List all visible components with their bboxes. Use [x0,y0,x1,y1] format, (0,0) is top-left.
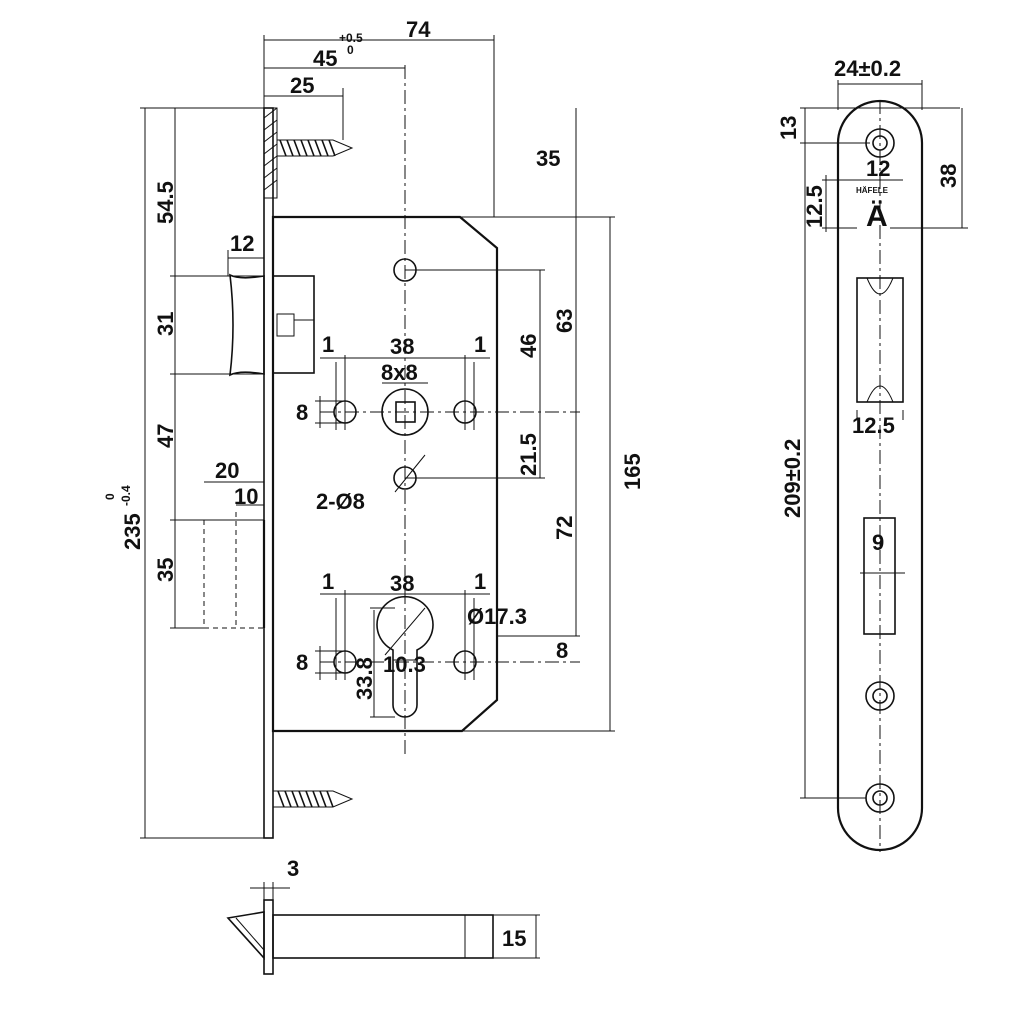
faceplate-dimensions [800,80,968,799]
cylinder-cutout [376,595,434,718]
side-view: 74 45 +0.5 0 25 54.5 12 31 47 20 10 235 … [103,17,645,839]
right-dimensions [405,108,615,732]
dim-25: 25 [290,73,314,98]
brand-text: HÄFELE [856,186,889,195]
faceplate-dim-38: 38 [936,164,961,188]
dim-63: 63 [552,309,577,333]
spindle-hub [320,388,580,436]
dim-46: 46 [516,334,541,358]
bolt-dim-3: 3 [287,856,299,881]
dim-12-latch: 12 [230,231,254,256]
brand-logo: Ä [866,200,888,233]
top-hatch [263,107,278,199]
faceplate-view: HÄFELE Ä [776,56,968,852]
dim-21-5: 21.5 [516,433,541,476]
dim-47: 47 [153,424,178,448]
dim-45: 45 [313,46,337,71]
faceplate-dim-12-5: 12.5 [802,185,827,228]
upper-hole-dimensions [315,355,490,493]
dim-20: 20 [215,458,239,483]
bottom-screw [272,790,354,808]
faceplate-width: 24±0.2 [834,56,901,81]
bolt-dim-15: 15 [502,926,526,951]
dim-10-3: 10.3 [383,652,426,677]
bolt-latch-tip [226,911,265,961]
left-dimensions [140,107,264,839]
side-faceplate [263,107,274,839]
bolt-body [272,914,494,959]
dim-1-top-right: 1 [474,332,486,357]
dim-38-top: 38 [390,334,414,359]
latch [229,273,315,377]
dim-35-right: 35 [536,146,560,171]
dim-33-8: 33.8 [352,657,377,700]
dim-1-bottom-right: 1 [474,569,486,594]
lower-hole-dimensions [315,590,490,718]
dim-74: 74 [406,17,431,42]
faceplate-bolt-9: 9 [872,530,884,555]
bolt-flange [263,899,274,975]
dim-10: 10 [234,484,258,509]
dim-45-tol-up: +0.5 [339,31,363,45]
top-screw [276,139,354,157]
dim-165: 165 [620,453,645,490]
dim-235-tol-low: -0.4 [119,485,133,506]
dim-8x8: 8x8 [381,360,418,385]
faceplate-dim-13: 13 [776,116,801,140]
faceplate-latch-12-5: 12.5 [852,413,895,438]
faceplate-screw-middle [865,681,895,711]
dim-8-top-left: 8 [296,400,308,425]
dim-1-bottom-left: 1 [322,569,334,594]
dim-235-tol-up: 0 [103,493,117,500]
dim-72: 72 [552,516,577,540]
top-dimensions [263,35,495,217]
faceplate-dim-12: 12 [866,156,890,181]
dim-8-bottom-left: 8 [296,650,308,675]
dim-54-5: 54.5 [153,181,178,224]
dim-38-bottom: 38 [390,571,414,596]
dim-cylinder-diameter: Ø17.3 [467,604,527,629]
faceplate-latch-opening [856,277,904,403]
deadbolt-hidden [203,512,266,629]
dim-8-right: 8 [556,638,568,663]
dim-31: 31 [153,312,178,336]
faceplate-outline [836,99,924,852]
dim-235: 235 [120,513,145,550]
dim-35-left: 35 [153,558,178,582]
faceplate-bolt-opening [860,517,905,635]
dim-45-tol-low: 0 [347,43,354,57]
dim-1-top-left: 1 [322,332,334,357]
faceplate-length: 209±0.2 [780,439,805,518]
bolt-view: 3 15 [226,856,540,975]
dim-2-holes: 2-Ø8 [316,489,365,514]
